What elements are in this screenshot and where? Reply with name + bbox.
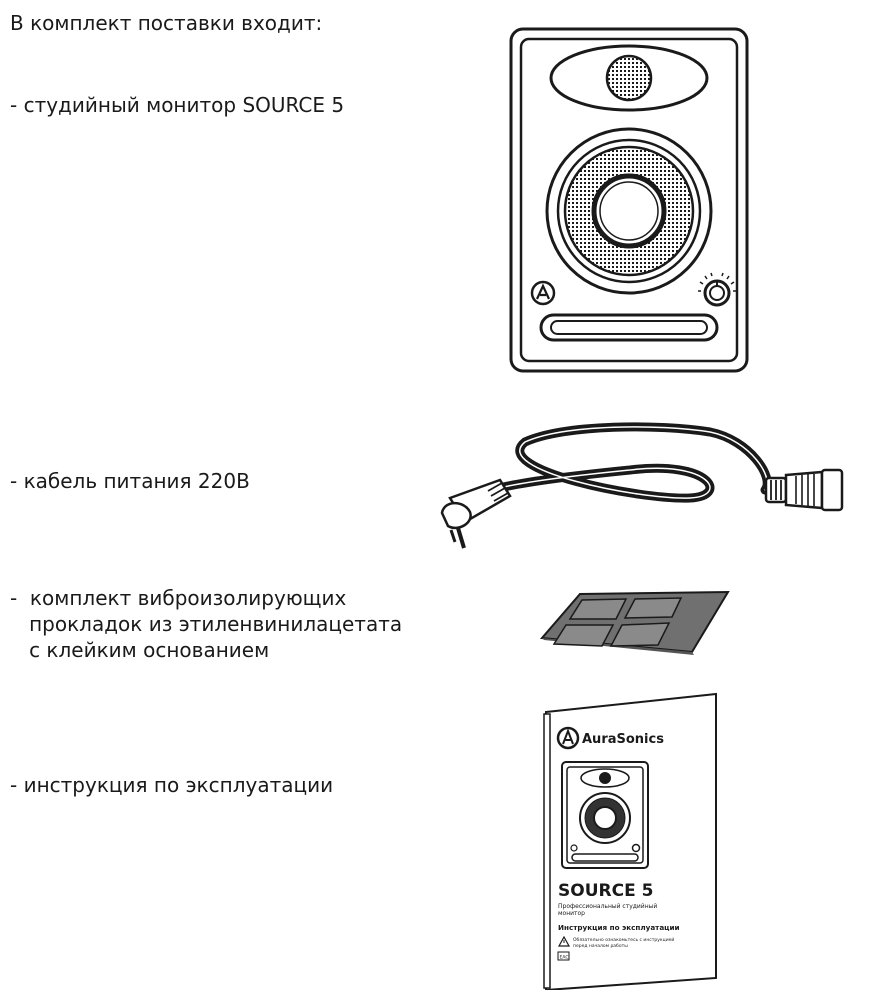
power-cable-illustration (440, 422, 844, 549)
user-manual-illustration: AuraSonics SOURCE 5 Профессиональный сту… (543, 692, 717, 990)
woofer (545, 127, 713, 295)
iec-connector (764, 468, 844, 512)
item-isolation-pads-line: - комплект виброизолирующих (10, 586, 347, 610)
manual-speaker-image (561, 761, 649, 869)
warning-triangle-icon (557, 935, 571, 947)
manual-warning-line: Обязательно ознакомьтесь с инструкцией (573, 936, 674, 943)
manual-doc-title: Инструкция по эксплуатации (558, 923, 680, 932)
bass-port (539, 313, 719, 342)
studio-monitor-illustration (509, 27, 749, 373)
manual-subtitle-line: монитор (558, 910, 585, 917)
certification-mark: EAC (560, 955, 569, 961)
item-isolation-pads: - комплект виброизолирующих прокладок из… (10, 585, 402, 663)
manual-subtitle-line: Профессиональный студийный (558, 903, 657, 910)
tweeter (549, 44, 709, 112)
item-power-cable: - кабель питания 220В (10, 469, 250, 493)
manual-brand: AuraSonics (582, 732, 664, 747)
volume-knob-icon (698, 272, 736, 307)
item-user-manual: - инструкция по эксплуатации (10, 773, 334, 797)
manual-model: SOURCE 5 (558, 881, 653, 901)
manual-warning-line: перед началом работы (573, 943, 628, 949)
aurasonics-logo-icon (530, 280, 556, 306)
contents-heading: В комплект поставки входит: (10, 11, 323, 35)
item-studio-monitor: - студийный монитор SOURCE 5 (10, 93, 345, 117)
euro-plug (440, 478, 512, 549)
isolation-pads-illustration (539, 590, 730, 655)
aurasonics-logo-icon (556, 726, 580, 750)
item-isolation-pads-line: прокладок из этиленвинилацетата (10, 612, 403, 636)
item-isolation-pads-line: с клейким основанием (10, 638, 270, 662)
